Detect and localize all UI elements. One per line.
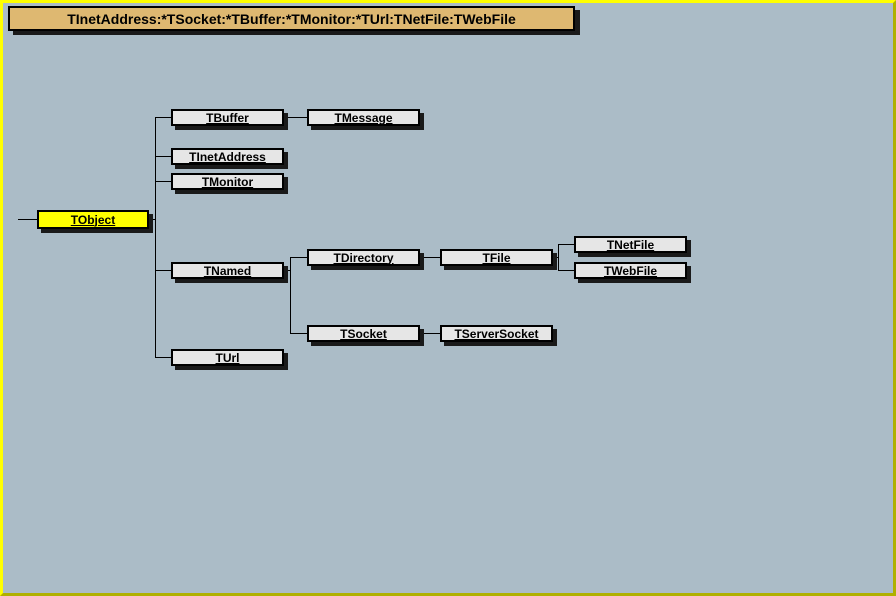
- class-link-label[interactable]: TSocket: [340, 326, 387, 341]
- connector-line: [156, 181, 171, 182]
- class-link-label[interactable]: TMonitor: [201, 174, 254, 189]
- connector-line: [420, 333, 440, 334]
- class-node-twebfile[interactable]: TWebFile: [574, 262, 687, 279]
- class-node-tdirectory[interactable]: TDirectory: [307, 249, 420, 266]
- connector-line: [284, 117, 307, 118]
- connector-line: [149, 219, 156, 220]
- connector-line: [559, 244, 574, 245]
- connector-line: [156, 117, 171, 118]
- class-node-tnamed[interactable]: TNamed: [171, 262, 284, 279]
- connector-line: [156, 156, 171, 157]
- title-text: TInetAddress:*TSocket:*TBuffer:*TMonitor…: [67, 10, 516, 27]
- class-link-label[interactable]: TObject: [70, 212, 116, 227]
- class-node-tobject[interactable]: TObject: [37, 210, 149, 229]
- class-node-tnetfile[interactable]: TNetFile: [574, 236, 687, 253]
- connector-line: [291, 257, 307, 258]
- title-banner: TInetAddress:*TSocket:*TBuffer:*TMonitor…: [8, 6, 575, 31]
- connector-line: [553, 257, 559, 258]
- class-link-label[interactable]: TWebFile: [603, 263, 658, 278]
- connector-line: [155, 117, 156, 358]
- connector-line: [284, 270, 291, 271]
- connector-line: [559, 270, 574, 271]
- class-node-tbuffer[interactable]: TBuffer: [171, 109, 284, 126]
- class-link-label[interactable]: TNamed: [203, 263, 252, 278]
- class-link-label[interactable]: TDirectory: [333, 250, 394, 265]
- class-link-label[interactable]: TServerSocket: [454, 326, 539, 341]
- class-link-label[interactable]: TFile: [482, 250, 511, 265]
- class-node-turl[interactable]: TUrl: [171, 349, 284, 366]
- class-link-label[interactable]: TInetAddress: [189, 149, 266, 164]
- connector-line: [18, 219, 37, 220]
- class-node-tsocket[interactable]: TSocket: [307, 325, 420, 342]
- class-link-label[interactable]: TNetFile: [606, 237, 655, 252]
- class-node-tmessage[interactable]: TMessage: [307, 109, 420, 126]
- connector-line: [558, 244, 559, 271]
- class-link-label[interactable]: TBuffer: [206, 110, 249, 125]
- connector-line: [420, 257, 440, 258]
- class-node-tfile[interactable]: TFile: [440, 249, 553, 266]
- connector-line: [291, 333, 307, 334]
- class-node-tmonitor[interactable]: TMonitor: [171, 173, 284, 190]
- connector-line: [290, 257, 291, 334]
- class-node-tserversocket[interactable]: TServerSocket: [440, 325, 553, 342]
- connector-line: [156, 270, 171, 271]
- class-node-tinetaddress[interactable]: TInetAddress: [171, 148, 284, 165]
- class-link-label[interactable]: TMessage: [334, 110, 393, 125]
- class-link-label[interactable]: TUrl: [215, 350, 240, 365]
- connector-line: [156, 357, 171, 358]
